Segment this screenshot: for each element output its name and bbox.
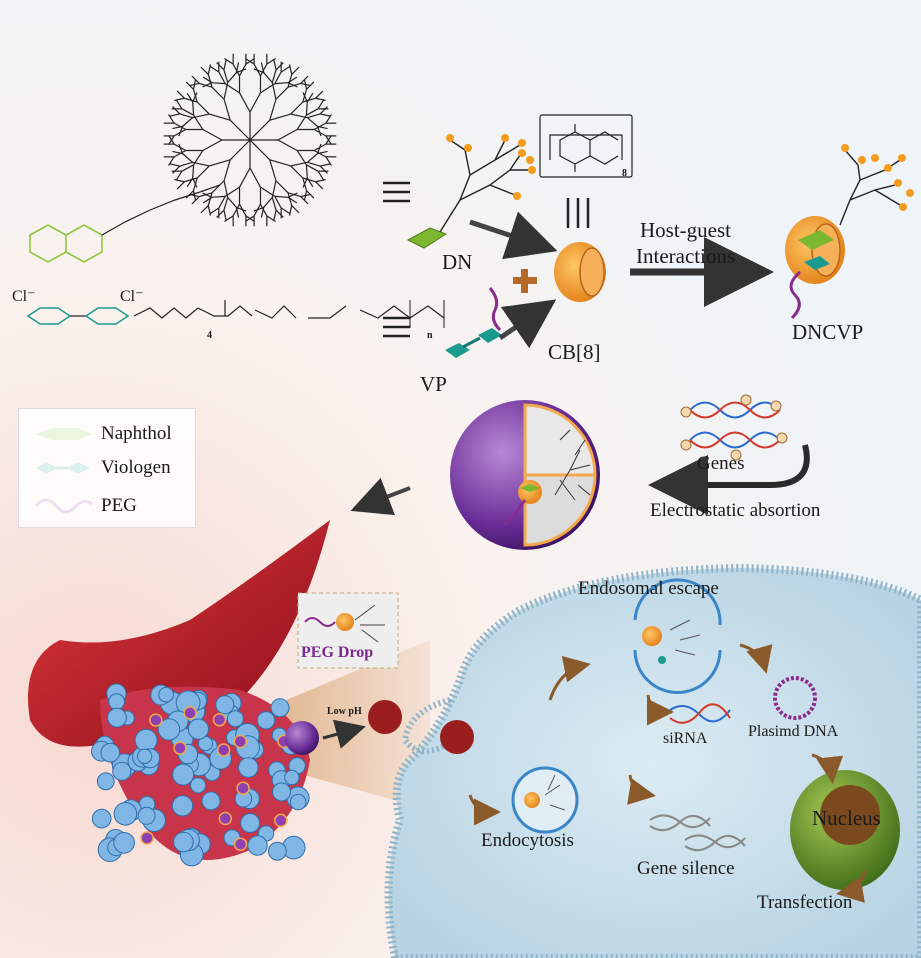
- endosomal-escape-label: Endosomal escape: [578, 578, 719, 599]
- dn-icon: [406, 134, 536, 249]
- subscript-8: 8: [622, 168, 627, 179]
- sirna-label: siRNA: [663, 730, 708, 747]
- cb8-label: CB[8]: [548, 340, 601, 364]
- interactions-label: Interactions: [636, 244, 736, 268]
- sirna-icon: [669, 703, 731, 724]
- low-ph-label: Low pH: [327, 706, 362, 717]
- plasmid-label: Plasimd DNA: [748, 723, 839, 740]
- subscript-n: n: [427, 330, 433, 341]
- plasmid-icon: [773, 676, 817, 720]
- electrostatic-label: Electrostatic absortion: [650, 500, 821, 521]
- host-guest-label: Host-guest: [640, 218, 731, 242]
- nanoparticle-sphere: [450, 400, 600, 550]
- endosome-escape-icon: [633, 578, 722, 694]
- nucleus-label: Nucleus: [812, 806, 881, 830]
- process-arrows: [468, 643, 867, 903]
- transfection-label: Transfection: [757, 892, 853, 913]
- electrostatic-arrow: [648, 444, 810, 515]
- cell: [384, 563, 921, 958]
- gene-silence-icon: [649, 814, 746, 852]
- peg-drop-box: [297, 592, 399, 669]
- dncvp-complex: [785, 144, 914, 320]
- sphere-to-vessel-arrow: [350, 477, 411, 516]
- peg-drop-label: PEG Drop: [301, 644, 374, 661]
- plus-icon: [513, 269, 537, 293]
- endocytosis-vesicle: [511, 766, 579, 834]
- vp-label: VP: [420, 372, 447, 396]
- cb8-barrel: [554, 242, 606, 302]
- viologen-legend-label: Viologen: [101, 457, 171, 478]
- subscript-4: 4: [207, 330, 212, 341]
- legend: Naphthol Viologen PEG: [18, 408, 196, 528]
- endocytosis-label: Endocytosis: [481, 830, 574, 851]
- genes-label: Genes: [697, 453, 745, 474]
- vp-icon: [445, 287, 502, 358]
- vp-to-cb-arrow: [498, 299, 557, 349]
- chloride-label-2: Cl⁻: [120, 288, 144, 305]
- dendrimer-structure: [29, 53, 337, 263]
- cb8-structure: [539, 114, 633, 178]
- naphthol-legend-label: Naphthol: [101, 423, 172, 444]
- dn-to-cb-arrow: [469, 211, 558, 260]
- gene-silence-label: Gene silence: [637, 858, 735, 879]
- genes-dna-icon: [680, 394, 788, 461]
- equivalence-lines: [383, 181, 590, 338]
- peg-legend-label: PEG: [101, 495, 137, 516]
- viologen-peg-structure: [26, 300, 445, 328]
- chloride-label-1: Cl⁻: [12, 288, 36, 305]
- low-ph-particles: [285, 700, 474, 755]
- blood-vessel: [28, 520, 330, 867]
- nucleus: [790, 770, 900, 890]
- dncvp-label: DNCVP: [792, 320, 864, 344]
- dn-label: DN: [442, 250, 473, 274]
